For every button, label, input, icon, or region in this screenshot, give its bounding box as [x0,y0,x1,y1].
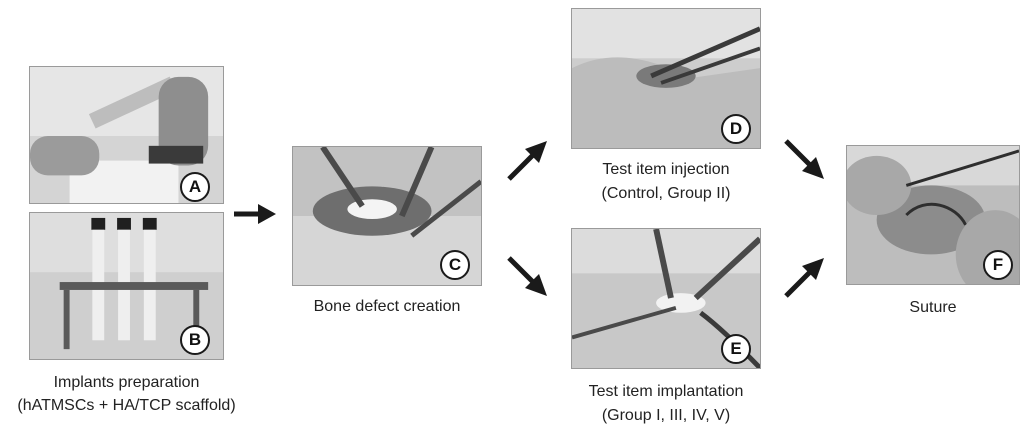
caption-implants-preparation-line1: Implants preparation [0,372,253,393]
arrow-to-injection [505,137,551,183]
caption-test-item-implantation-line1: Test item implantation [556,381,776,402]
step-badge-b: B [180,325,210,355]
step-badge-f: F [983,250,1013,280]
step-badge-a: A [180,172,210,202]
caption-test-item-injection-line2: (Control, Group II) [556,183,776,204]
arrow-from-injection-to-suture [782,137,828,183]
arrow-from-implantation-to-suture [782,254,828,300]
arrow-to-defect [232,201,278,227]
step-badge-d: D [721,114,751,144]
caption-suture: Suture [846,297,1020,318]
caption-bone-defect-creation: Bone defect creation [277,296,497,317]
step-badge-c: C [440,250,470,280]
caption-test-item-injection-line1: Test item injection [556,159,776,180]
caption-test-item-implantation-line2: (Group I, III, IV, V) [556,405,776,426]
caption-implants-preparation-line2: (hATMSCs + HA/TCP scaffold) [0,395,253,416]
arrow-to-implantation [505,254,551,300]
step-badge-e: E [721,334,751,364]
